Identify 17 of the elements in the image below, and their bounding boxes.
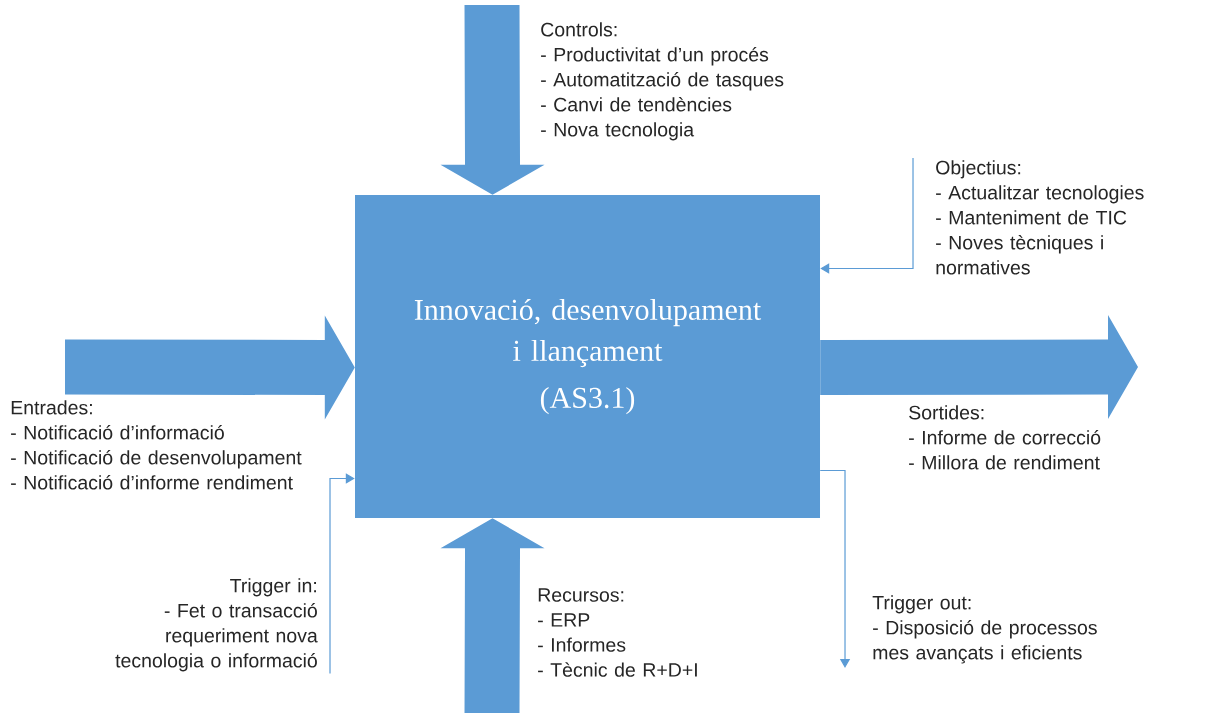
annotation-text: Sortides: - Informe de correcció - Millora de rendiment — [909, 405, 1101, 470]
process-box — [355, 195, 820, 518]
connector-arrow — [820, 157, 914, 274]
connector-arrow — [819, 469, 851, 668]
annotation-text: Trigger out: - Disposició de processos mes avançats i eficients — [872, 595, 1097, 664]
process-title: Innovació, desenvolupament i llançament — [414, 298, 762, 368]
annotation-text: Objectius: - Actualitzar tecnologies - Manteniment de TIC - Noves tècniques i normatives — [936, 160, 1144, 275]
annotation-text: Trigger in: - Fet o transacció requeriment nova tecnologia o informació — [115, 578, 318, 672]
connector-arrow — [329, 473, 355, 675]
annotation-text: Controls: - Productivitat d’un procés - Automatització de tasques - Canvi de tendències - Nova tecnologia — [541, 22, 784, 141]
annotation-text: Entrades: - Notificació d’informació - Notificació de desenvolupament - Notificació d’informe rendiment — [11, 400, 302, 490]
block-arrow — [65, 315, 355, 420]
block-arrow — [820, 315, 1138, 419]
annotation-text: Recursos: - ERP - Informes - Tècnic de R+D+I — [538, 588, 697, 677]
block-arrow — [440, 518, 545, 713]
block-arrow — [440, 5, 545, 195]
process-title: (AS3.1) — [540, 386, 635, 415]
